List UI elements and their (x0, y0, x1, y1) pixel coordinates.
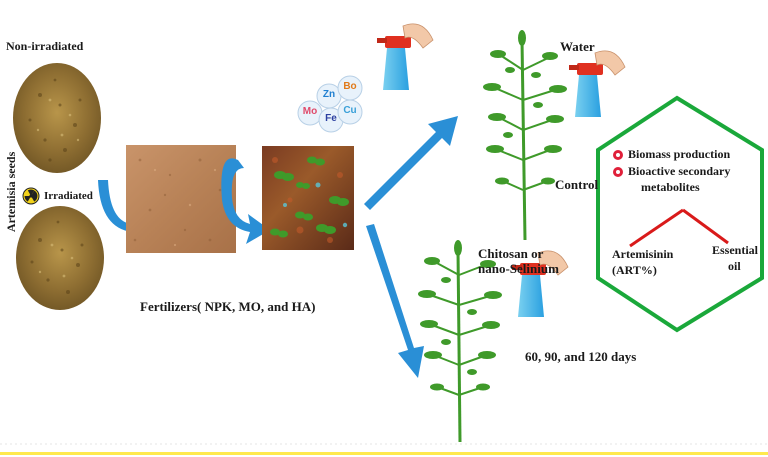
outcome-biomass: Biomass production (628, 147, 731, 161)
label-water: Water (560, 39, 595, 54)
outcomes-hexagon (596, 95, 764, 333)
nutrient-cu: Cu (343, 105, 357, 116)
label-days: 60, 90, and 120 days (525, 349, 637, 364)
outcome-essential-line1: Essential (712, 243, 759, 257)
flower-bullet-icon (613, 150, 623, 160)
seed-pile-irradiated (16, 206, 104, 310)
label-control: Control (555, 177, 599, 192)
seedling-garden (262, 146, 354, 250)
nutrient-bubble-cu (337, 99, 363, 125)
outcome-artemisinin-line2: (ART%) (612, 263, 657, 277)
outcome-bioactive-line1: Bioactive secondary (628, 164, 731, 178)
nutrient-bo: Bo (343, 81, 357, 92)
artemisia-plant-control-icon (483, 30, 567, 241)
spray-bottle-left-icon (377, 23, 434, 90)
spray-bottle-treatment-icon (512, 250, 569, 317)
radiation-icon (22, 187, 40, 205)
label-chitosan: Chitosan or (478, 246, 544, 261)
soil-square (126, 145, 236, 253)
label-irradiated: Irradiated (44, 190, 93, 202)
outcome-essential-line2: oil (728, 259, 741, 273)
arrow-to-control (364, 116, 458, 210)
outcome-bioactive-line2: metabolites (641, 180, 700, 194)
flower-bullet-icon (613, 167, 623, 177)
nutrient-zn: Zn (322, 89, 336, 100)
nutrient-cluster (297, 75, 363, 133)
spray-bottle-water-icon (569, 50, 626, 117)
connector-to-artemisinin (629, 208, 684, 248)
curved-arrow-soil-to-garden (221, 158, 270, 244)
connector-to-essential-oil (682, 208, 729, 245)
nutrient-fe: Fe (325, 113, 337, 124)
label-nano-selinium: nano-Selinium (478, 261, 559, 276)
nutrient-mo: Mo (302, 106, 318, 117)
label-non-irradiated: Non-irradiated (6, 39, 84, 53)
bottom-highlight-line (0, 452, 768, 455)
seed-pile-non-irradiated (13, 63, 101, 173)
outcome-artemisinin-line1: Artemisinin (612, 247, 674, 261)
artemisia-plant-treatment-icon (418, 240, 502, 443)
label-fertilizers: Fertilizers( NPK, MO, and HA) (140, 299, 316, 314)
arrow-to-treatment (366, 224, 424, 378)
label-artemisia-seeds: Artemisia seeds (4, 151, 19, 233)
